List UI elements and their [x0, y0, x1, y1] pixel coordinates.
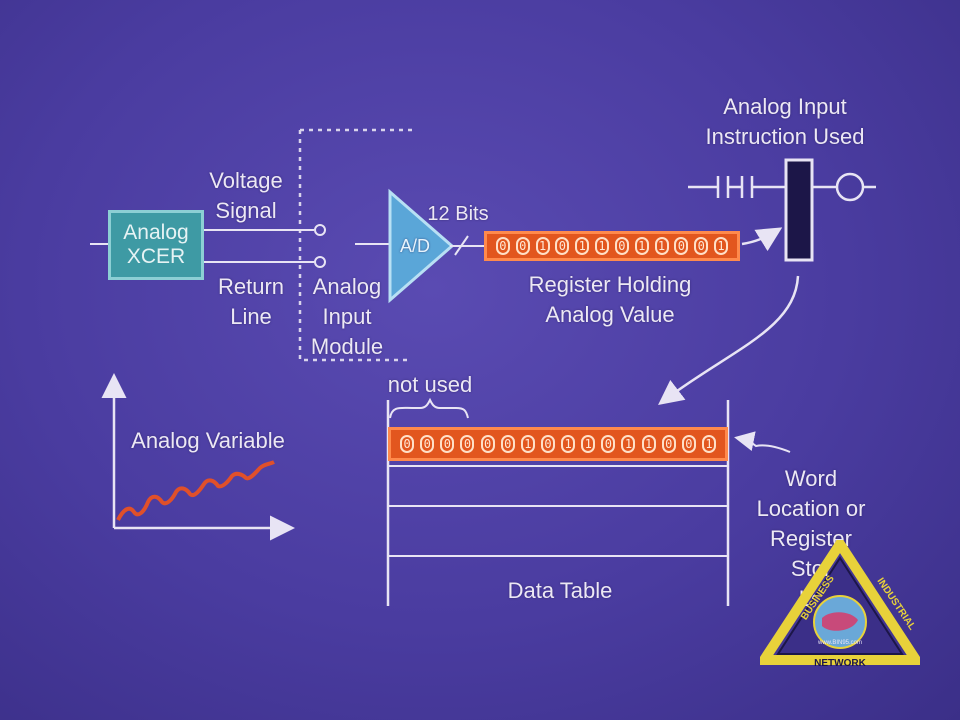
output-coil — [835, 172, 865, 202]
logo-network: NETWORK — [814, 658, 866, 669]
word-label-line-1: Word — [784, 466, 838, 491]
bit-cell: 0 — [400, 435, 415, 453]
xcer-label-line-1: Analog — [123, 221, 189, 244]
return-label-line-1: Return — [217, 274, 285, 299]
bit-cell: 1 — [595, 237, 610, 255]
module-boundary — [298, 128, 412, 362]
data-table-label: Data Table — [507, 578, 613, 603]
bit-cell: 0 — [495, 237, 510, 255]
bit-cell: 0 — [460, 435, 475, 453]
bit-cell: 0 — [540, 435, 555, 453]
analog-input-module-label: Analog Input Module — [300, 272, 394, 362]
instruction-block — [784, 158, 814, 262]
bit-cell: 0 — [420, 435, 435, 453]
analog-variable-label: Analog Variable — [131, 428, 285, 453]
bit-cell: 0 — [515, 237, 530, 255]
bit-cell: 1 — [701, 435, 716, 453]
not-used-label: not used — [387, 372, 473, 397]
register-holding-label: Register Holding Analog Value — [500, 270, 720, 330]
return-line-label: Return Line — [206, 272, 296, 332]
terminal-top — [314, 224, 326, 236]
bit-cell: 0 — [694, 237, 709, 255]
bit-cell: 1 — [520, 435, 535, 453]
instruction-label: Analog Input Instruction Used — [680, 92, 890, 152]
logo-url: www.BIN95.com — [817, 640, 862, 646]
register-to-instruction-arrow — [741, 227, 783, 252]
register-label-line-2: Analog Value — [545, 302, 675, 327]
module-label-line-1: Analog — [312, 274, 382, 299]
bit-cell: 1 — [561, 435, 576, 453]
analog-variable-waveform — [116, 460, 275, 521]
bit-cell: 0 — [674, 237, 689, 255]
instruction-to-table-arrow — [658, 275, 800, 406]
bit-cell: 0 — [440, 435, 455, 453]
register-label-line-1: Register Holding — [528, 272, 692, 297]
bit-cell: 0 — [681, 435, 696, 453]
analog-xcer-box: Analog XCER — [108, 210, 204, 280]
ad-converter-triangle — [388, 188, 455, 304]
bit-cell: 1 — [714, 237, 729, 255]
voltage-signal-label: Voltage Signal — [196, 166, 296, 226]
xcer-label-line-2: XCER — [126, 245, 186, 268]
not-used-brace — [389, 397, 469, 419]
bit-cell: 0 — [614, 237, 629, 255]
word-label-line-2: Location or — [756, 496, 866, 521]
bit-cell: 0 — [555, 237, 570, 255]
bit-cell: 1 — [654, 237, 669, 255]
bit-cell: 1 — [641, 435, 656, 453]
instruction-label-line-1: Analog Input — [723, 94, 847, 119]
bit-cell: 0 — [601, 435, 616, 453]
twelve-bits-label: 12 Bits — [427, 203, 489, 225]
ad-label: A/D — [399, 236, 430, 256]
bus-slash — [454, 235, 469, 256]
bit-cell: 1 — [581, 435, 596, 453]
return-label-line-2: Line — [230, 304, 272, 329]
module-label-line-2: Input — [322, 304, 372, 329]
voltage-label-line-2: Signal — [215, 198, 277, 223]
bit-cell: 1 — [621, 435, 636, 453]
instruction-label-line-2: Instruction Used — [705, 124, 865, 149]
voltage-label-line-1: Voltage — [209, 168, 283, 193]
bit-cell: 1 — [634, 237, 649, 255]
bit-cell: 0 — [480, 435, 495, 453]
module-label-line-3: Module — [310, 334, 384, 359]
terminal-bottom — [314, 256, 326, 268]
word-location-arrow — [734, 431, 791, 453]
bit-cell: 0 — [661, 435, 676, 453]
bit-cell: 1 — [535, 237, 550, 255]
bit-cell: 0 — [500, 435, 515, 453]
bit-cell: 1 — [575, 237, 590, 255]
bin-network-logo: BUSINESS INDUSTRIAL NETWORK www.BIN95.co… — [760, 540, 920, 669]
